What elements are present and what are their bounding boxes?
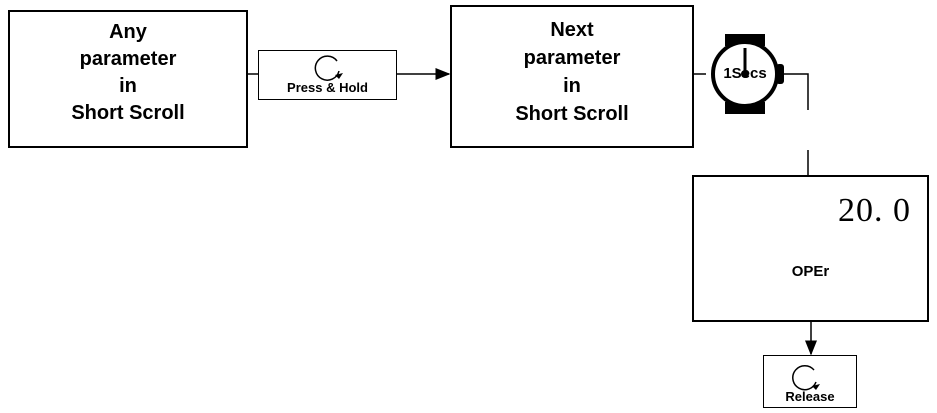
release-label: Release <box>785 389 835 404</box>
stopwatch-icon <box>711 34 784 114</box>
box1-line1: Any <box>109 21 147 43</box>
box2-line1: Next <box>550 19 594 41</box>
display-panel: 20. 0 OPEr <box>692 175 929 322</box>
box2-line4: Short Scroll <box>515 103 629 125</box>
connector-timer-to-display <box>778 73 809 110</box>
rotate-key-icon <box>314 55 343 81</box>
press-hold-label: Press & Hold <box>287 80 368 95</box>
box2-line3: in <box>563 75 581 97</box>
press-hold-key: Press & Hold <box>258 50 397 100</box>
release-key: Release <box>763 355 857 408</box>
timer-label: 1Secs <box>723 65 767 82</box>
rotate-key-icon <box>792 364 820 391</box>
box1-line2: parameter <box>79 48 177 70</box>
next-parameter-box: Next parameter in Short Scroll <box>450 5 694 148</box>
box2-line2: parameter <box>523 47 621 69</box>
display-value: 20. 0 <box>838 192 911 229</box>
current-parameter-box: Any parameter in Short Scroll <box>8 10 248 148</box>
display-label: OPEr <box>791 263 830 280</box>
box1-line4: Short Scroll <box>71 102 185 124</box>
box1-line3: in <box>119 75 137 97</box>
